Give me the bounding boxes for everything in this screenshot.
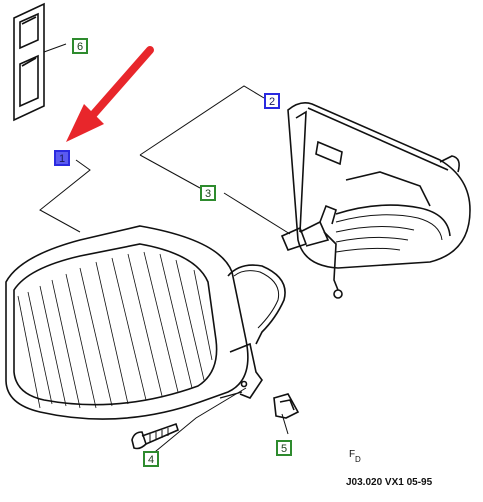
callout-3[interactable]: 3	[200, 185, 216, 201]
fd-mark-d: D	[355, 455, 361, 464]
part-5-clip-nut-drawing	[273, 393, 300, 419]
part-6-clip-drawing	[13, 2, 45, 122]
part-4-screw-drawing	[131, 422, 179, 450]
fd-mark-f: F	[349, 449, 356, 460]
callout-4[interactable]: 4	[143, 451, 159, 467]
leader-lines	[39, 43, 291, 457]
part-2-housing-drawing	[287, 102, 471, 269]
part-1-lamp-drawing	[5, 225, 286, 420]
callout-1[interactable]: 1	[54, 150, 70, 166]
diagram-reference-code: J03.020 VX1 05-95	[346, 477, 433, 488]
part-3-bulb-drawing	[280, 204, 343, 299]
callout-6[interactable]: 6	[72, 38, 88, 54]
callout-5[interactable]: 5	[276, 440, 292, 456]
red-arrow-icon	[66, 46, 154, 142]
callout-2[interactable]: 2	[264, 93, 280, 109]
